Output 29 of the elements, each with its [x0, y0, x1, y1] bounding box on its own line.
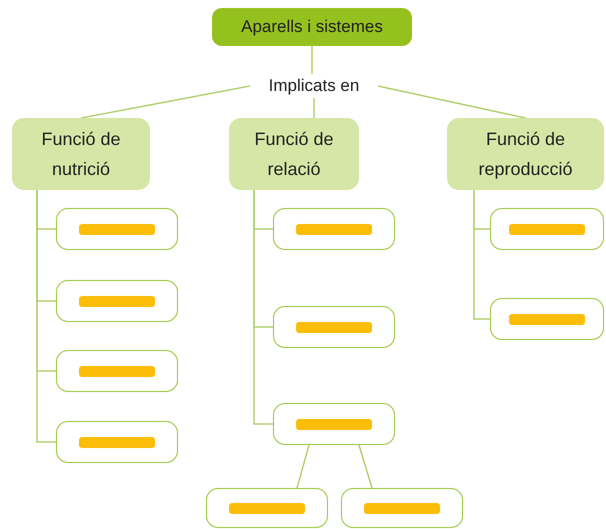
- concept-box: [229, 118, 359, 190]
- connector-line: [253, 190, 273, 425]
- empty-box: [56, 350, 178, 392]
- empty-box: [490, 298, 604, 340]
- connector-line: [378, 85, 526, 119]
- node-label: Funció de reproducció: [477, 128, 574, 181]
- empty-box: [341, 488, 463, 528]
- connector-line: [36, 190, 56, 443]
- connector-line: [296, 444, 310, 488]
- node-label: Funció de nutrició: [40, 128, 122, 181]
- empty-box: [56, 208, 178, 250]
- concept-box: [447, 118, 604, 190]
- connector-line: [311, 46, 313, 74]
- connector-line: [313, 98, 315, 118]
- empty-box: [56, 421, 178, 463]
- empty-box: [206, 488, 328, 528]
- node-label: Aparells i sistemes: [241, 16, 383, 38]
- concept-box: [212, 8, 412, 46]
- empty-box: [273, 403, 395, 445]
- connector-line: [358, 444, 373, 488]
- node-label: Implicats en: [268, 75, 360, 98]
- empty-box: [273, 208, 395, 250]
- node-label: Funció de relació: [253, 128, 335, 181]
- connector-line: [473, 190, 490, 320]
- empty-box: [490, 208, 604, 250]
- connector-line: [80, 85, 250, 119]
- concept-box: [12, 118, 150, 190]
- empty-box: [56, 280, 178, 322]
- empty-box: [273, 306, 395, 348]
